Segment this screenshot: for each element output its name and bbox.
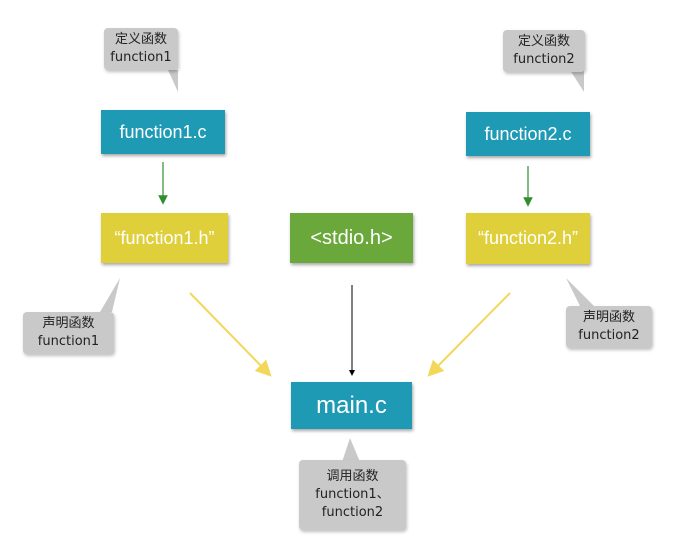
note-declare1-line1: 声明函数 xyxy=(42,316,95,331)
arrow-function2h-to-main xyxy=(427,292,511,377)
note-define-function2: 定义函数 function2 xyxy=(503,30,585,72)
note-tail-declare1 xyxy=(100,278,120,312)
main-c-box: main.c xyxy=(291,382,412,429)
function1-c-box: function1.c xyxy=(101,110,225,154)
note-tail-define1 xyxy=(168,70,178,92)
note-call-line1: 调用函数 xyxy=(326,469,379,484)
note-define2-line1: 定义函数 xyxy=(517,34,570,49)
note-define1-line2: function1 xyxy=(110,50,172,65)
note-call-functions: 调用函数 function1、 function2 xyxy=(299,460,406,530)
note-define2-line2: function2 xyxy=(513,52,575,67)
note-call-line2: function1、 xyxy=(315,487,390,502)
function1-h-label: “function1.h” xyxy=(114,227,215,248)
stdio-h-label: <stdio.h> xyxy=(310,226,393,249)
function2-h-box: “function2.h” xyxy=(466,213,590,264)
function2-c-box: function2.c xyxy=(466,112,590,156)
note-tail-declare2 xyxy=(566,278,594,306)
function2-h-label: “function2.h” xyxy=(477,228,579,248)
note-define1-line1: 定义函数 xyxy=(114,32,167,47)
note-declare2-line1: 声明函数 xyxy=(582,310,635,325)
main-c-label: main.c xyxy=(316,391,387,419)
function2-c-label: function2.c xyxy=(484,123,572,144)
note-tail-define2 xyxy=(570,70,584,92)
function1-h-box: “function1.h” xyxy=(101,213,228,263)
note-declare-function1: 声明函数 function1 xyxy=(23,312,114,354)
function1-c-label: function1.c xyxy=(119,121,207,142)
note-tail-call xyxy=(342,438,360,462)
stdio-h-box: <stdio.h> xyxy=(290,213,413,263)
arrow-function1h-to-main xyxy=(189,292,272,377)
note-define-function1: 定义函数 function1 xyxy=(104,28,178,70)
note-declare2-line2: function2 xyxy=(578,328,640,343)
note-call-line3: function2 xyxy=(321,505,384,520)
note-declare-function2: 声明函数 function2 xyxy=(566,306,652,348)
note-declare1-line2: function1 xyxy=(37,334,100,349)
